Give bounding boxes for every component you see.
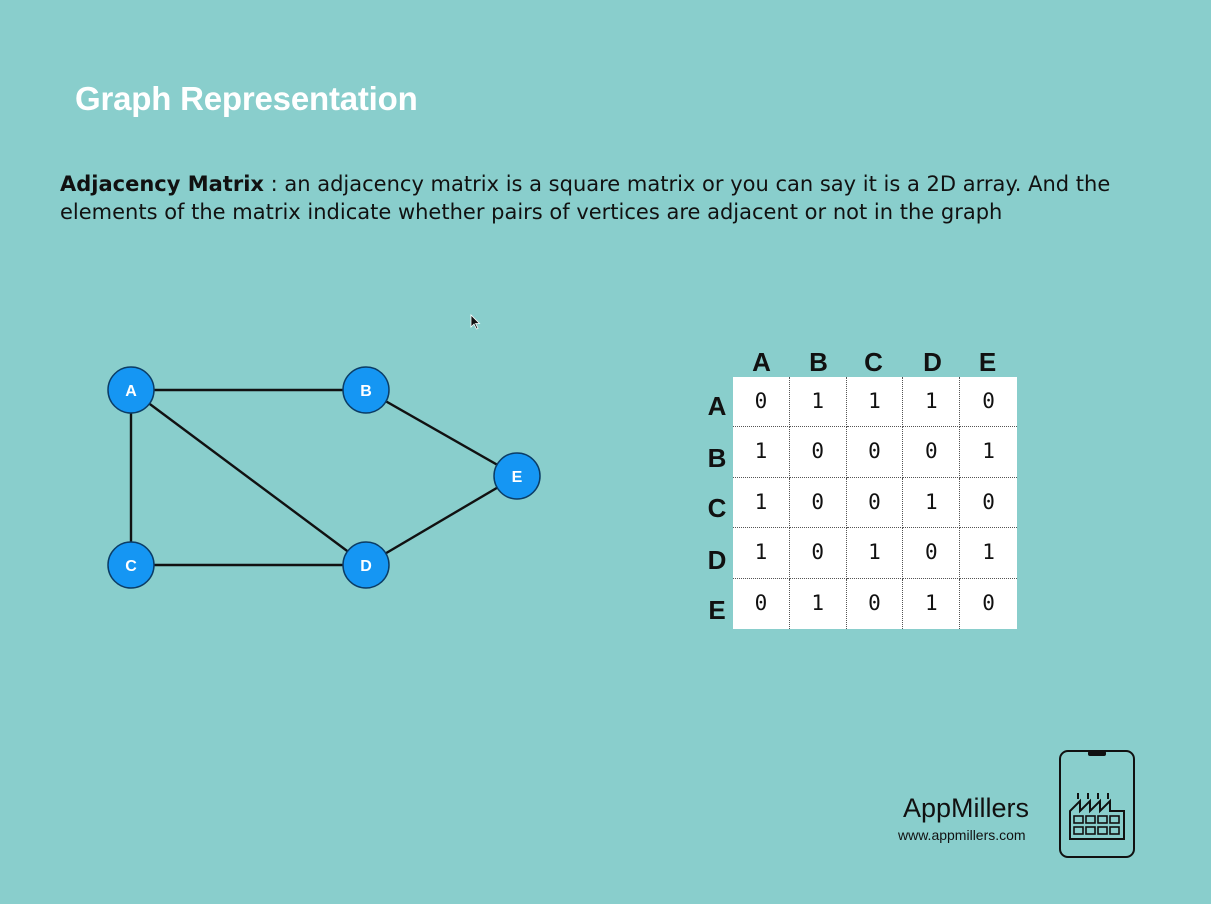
node-label: A — [125, 383, 137, 400]
matrix-column-header: B — [809, 347, 828, 377]
matrix-row-header: E — [708, 595, 726, 625]
matrix-cell: 0 — [960, 377, 1017, 428]
node-d: D — [342, 541, 390, 589]
matrix-cell: 1 — [790, 578, 847, 629]
slide-title: Graph Representation — [75, 80, 418, 117]
matrix-cell: 0 — [903, 528, 961, 579]
matrix-cell: 1 — [789, 377, 847, 428]
matrix-cell: 0 — [847, 578, 904, 629]
matrix-cell: 1 — [960, 427, 1017, 478]
matrix-cell: 1 — [903, 477, 961, 529]
node-a: A — [107, 366, 155, 414]
matrix-cell: 0 — [903, 427, 961, 478]
matrix-cell: 0 — [789, 528, 847, 579]
definition-term: Adjacency Matrix — [60, 172, 264, 196]
graph-diagram: A B C D E — [107, 366, 541, 589]
node-e: E — [493, 452, 541, 500]
matrix-cell: 0 — [960, 478, 1017, 529]
edge-b-e — [365, 388, 518, 478]
node-label: C — [125, 558, 137, 575]
node-circle — [493, 452, 541, 500]
matrix-cell: 0 — [846, 427, 904, 478]
brand-name: AppMillers — [903, 793, 1030, 823]
node-label: D — [360, 558, 372, 575]
matrix-cell: 1 — [846, 377, 904, 428]
matrix-cell: 1 — [846, 528, 904, 579]
phone-factory-icon — [1059, 750, 1135, 858]
matrix-column-header: D — [923, 347, 942, 377]
node-circle — [342, 541, 390, 589]
node-circle — [107, 541, 155, 589]
matrix-column-header: A — [752, 347, 771, 377]
matrix-cell: 0 — [789, 427, 847, 478]
matrix-cell: 1 — [903, 578, 961, 629]
mouse-cursor-icon — [470, 314, 481, 330]
matrix-row-header: B — [707, 443, 727, 473]
edge-d-e — [365, 474, 518, 567]
matrix-cell: 0 — [789, 477, 847, 529]
matrix-cell: 1 — [733, 427, 790, 478]
edge-a-d — [130, 389, 367, 566]
definition-body: : an adjacency matrix is a square matrix… — [60, 172, 1111, 224]
definition-text: Adjacency Matrix : an adjacency matrix i… — [60, 170, 1170, 226]
brand-url: www.appmillers.com — [898, 827, 1026, 843]
node-label: E — [512, 469, 523, 486]
matrix-cell: 1 — [733, 477, 790, 529]
matrix-cell: 0 — [982, 590, 995, 615]
node-b: B — [342, 366, 390, 414]
node-c: C — [107, 541, 155, 589]
node-label: B — [360, 383, 372, 400]
matrix-cell: 0 — [846, 477, 904, 529]
node-circle — [107, 366, 155, 414]
matrix-cell: 1 — [733, 528, 790, 579]
matrix-column-header: E — [978, 347, 997, 377]
matrix-row-header: D — [707, 545, 727, 575]
matrix-cell: 0 — [733, 578, 790, 629]
matrix-cell: 1 — [903, 377, 961, 428]
matrix-row-header: C — [707, 493, 727, 523]
node-circle — [342, 366, 390, 414]
matrix-cell: 0 — [733, 377, 790, 428]
matrix-column-header: C — [864, 347, 883, 377]
matrix-cell: 1 — [960, 528, 1017, 579]
matrix-row-header: A — [707, 391, 727, 421]
